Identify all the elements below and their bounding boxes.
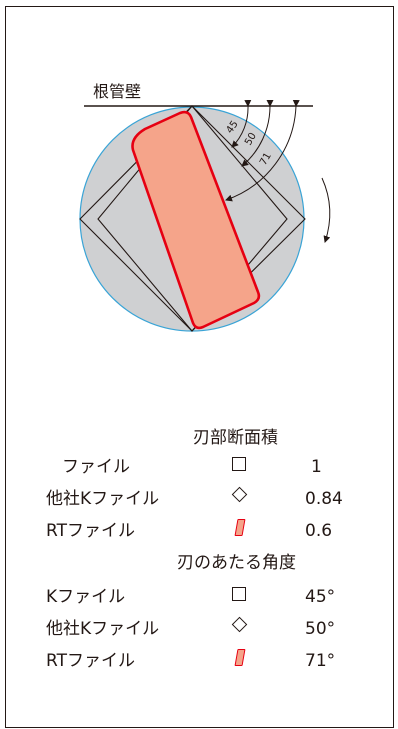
angle-row-2-value: 50° <box>305 619 336 639</box>
angle-arc-71 <box>225 99 300 202</box>
area-row-1-value: 1 <box>311 457 322 477</box>
angle-row-2-name: 他社Kファイル <box>46 619 160 639</box>
area-row-3-name: RTファイル <box>46 521 135 541</box>
angle-row-1-name: Kファイル <box>46 587 126 607</box>
figure-frame <box>5 6 394 728</box>
rt-file-blade-section <box>131 110 261 330</box>
square-icon <box>232 457 246 471</box>
square-icon <box>232 587 246 601</box>
canal-wall-label: 根管壁 <box>93 82 142 101</box>
rotation-arrow <box>321 177 331 243</box>
angle-row-1-value: 45° <box>305 587 336 607</box>
angle-row-3-value: 71° <box>305 651 336 671</box>
area-row-3-value: 0.6 <box>305 521 333 541</box>
cross-section-area-title: 刃部断面積 <box>193 428 278 448</box>
area-row-1-name: ファイル <box>62 457 130 477</box>
contact-angle-title: 刃のあたる角度 <box>177 553 296 573</box>
area-row-2-value: 0.84 <box>305 489 343 509</box>
area-row-2-name: 他社Kファイル <box>46 489 160 509</box>
angle-row-3-name: RTファイル <box>46 651 135 671</box>
